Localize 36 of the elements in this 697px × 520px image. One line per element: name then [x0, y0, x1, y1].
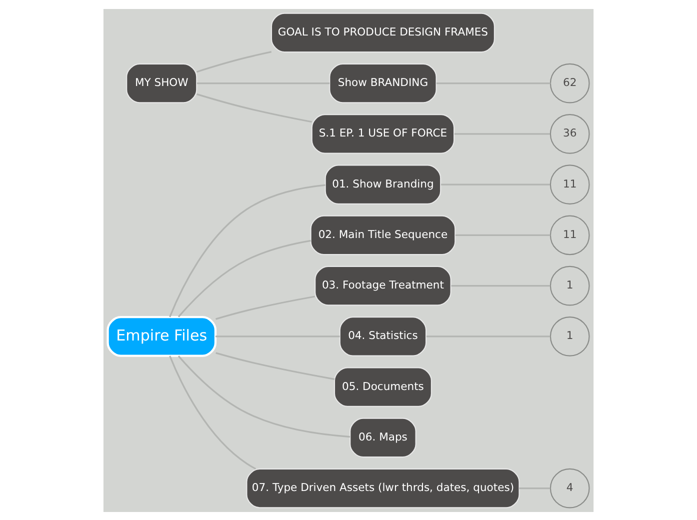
connector — [454, 132, 550, 134]
connector — [196, 50, 272, 72]
node-box: 02. Main Title Sequence — [310, 214, 456, 255]
node-box: GOAL IS TO PRODUCE DESIGN FRAMES — [270, 12, 495, 52]
node-circle: 36 — [550, 114, 590, 154]
node-box: 07. Type Driven Assets (lwr thrds, dates, quotes) — [246, 468, 520, 508]
node-circle: 1 — [550, 265, 590, 306]
connector — [178, 239, 311, 317]
connector — [519, 487, 550, 489]
connector — [426, 335, 550, 337]
connector — [216, 295, 316, 320]
node-circle: 62 — [550, 62, 590, 103]
connector — [169, 184, 326, 317]
node-circle: 11 — [550, 164, 590, 204]
node-circle: 11 — [550, 214, 590, 255]
node-circle: 1 — [550, 316, 590, 356]
connector — [215, 335, 340, 337]
connector — [169, 355, 256, 470]
connector — [196, 82, 330, 84]
node-box: 04. Statistics — [339, 316, 427, 356]
connector — [196, 92, 312, 122]
connector — [178, 355, 350, 438]
node-box: Show BRANDING — [329, 62, 437, 103]
node-box: Empire Files — [106, 315, 217, 356]
node-box: 01. Show Branding — [324, 164, 442, 204]
connector — [455, 234, 550, 236]
node-box: 03. Footage Treatment — [314, 265, 452, 306]
connector — [451, 284, 550, 286]
connector — [436, 82, 550, 84]
node-box: S.1 EP. 1 USE OF FORCE — [311, 114, 455, 154]
connector — [440, 183, 550, 185]
node-box: 06. Maps — [350, 417, 416, 458]
node-circle: 4 — [550, 468, 590, 508]
node-box: 05. Documents — [334, 366, 432, 406]
node-box: MY SHOW — [126, 62, 198, 103]
connector — [216, 352, 335, 380]
